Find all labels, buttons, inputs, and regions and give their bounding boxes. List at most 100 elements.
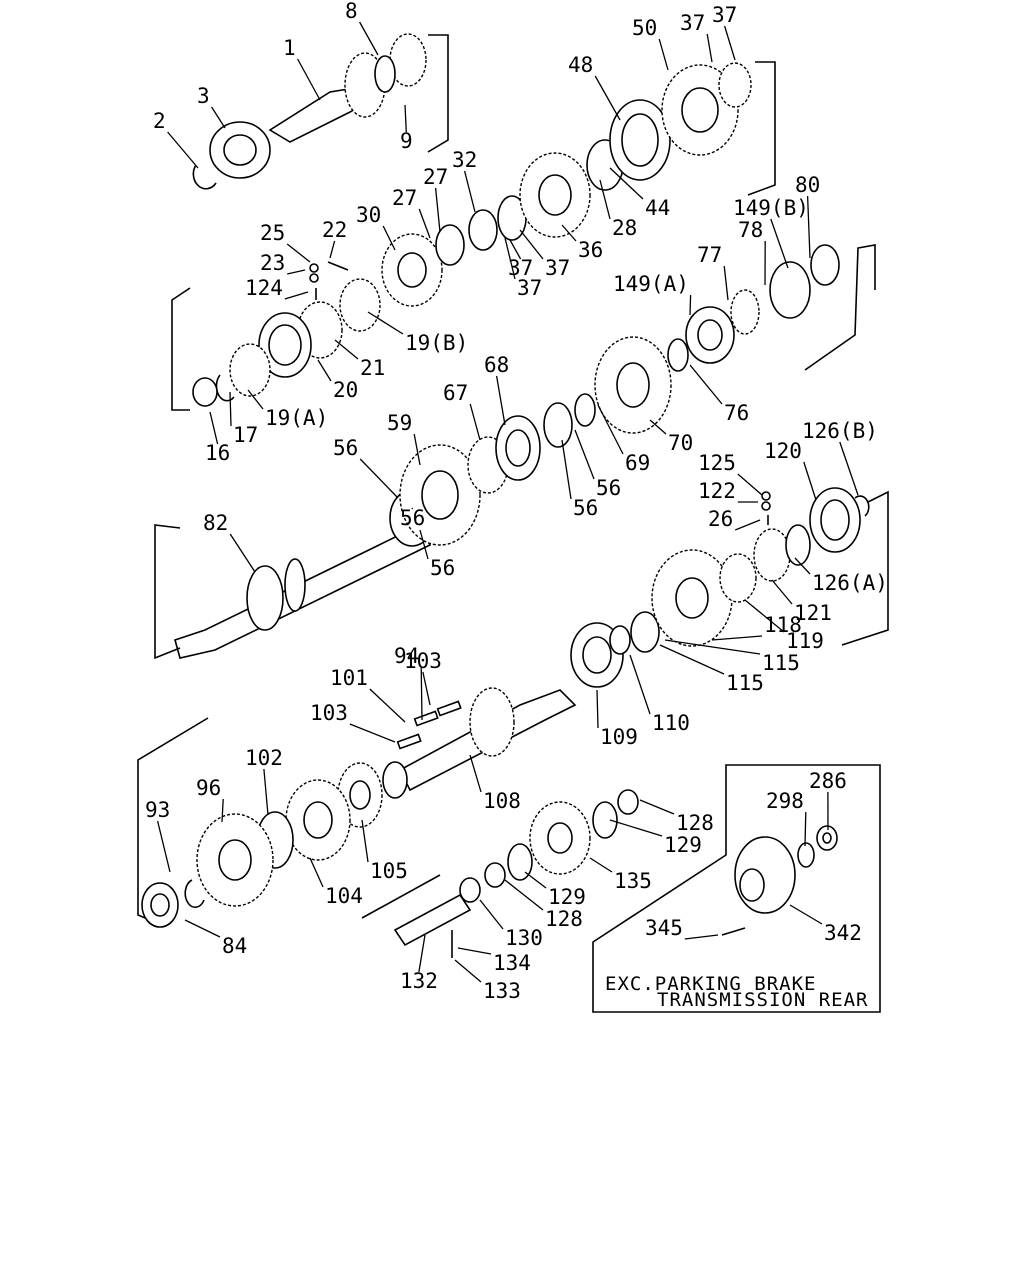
inset-note-line2: TRANSMISSION REAR	[657, 989, 868, 1011]
part-callout: 119	[786, 629, 824, 653]
part-callout: 108	[483, 789, 521, 813]
part-callout: 115	[762, 651, 800, 675]
leader-line	[711, 635, 763, 641]
leader-line	[629, 654, 651, 715]
callout-layer: 12389161719(A)19(B)202122232526272728303…	[145, 0, 888, 1003]
leader-line	[479, 899, 504, 930]
part-callout: 298	[766, 789, 804, 813]
leader-line	[689, 364, 723, 405]
leader-line	[684, 934, 719, 940]
inset-note: EXC.PARKING BRAKE TRANSMISSION REAR	[605, 973, 868, 1011]
leader-line	[367, 311, 404, 335]
leader-line	[737, 473, 763, 496]
reverse-idler-group	[361, 789, 639, 958]
part-callout: 26	[708, 507, 733, 531]
part-callout: 23	[260, 251, 285, 275]
leader-line	[211, 106, 226, 129]
part-callout: 96	[196, 776, 221, 800]
leader-line	[434, 187, 441, 233]
leader-line	[723, 25, 736, 61]
part-callout: 68	[484, 353, 509, 377]
part-callout: 128	[676, 811, 714, 835]
part-callout: 56	[333, 436, 358, 460]
leader-line	[420, 666, 423, 721]
part-callout: 104	[325, 884, 363, 908]
part-callout: 37	[545, 256, 570, 280]
leader-line	[418, 934, 426, 973]
leader-line	[574, 429, 595, 480]
part-callout: 56	[573, 496, 598, 520]
part-callout: 101	[330, 666, 368, 690]
part-callout: 28	[612, 216, 637, 240]
part-callout: 110	[652, 711, 690, 735]
leader-line	[284, 291, 309, 300]
leader-line	[561, 224, 577, 242]
part-callout: 103	[310, 701, 348, 725]
leader-line	[723, 265, 729, 301]
leader-line	[469, 754, 482, 793]
part-callout: 48	[568, 53, 593, 77]
part-callout: 103	[404, 649, 442, 673]
leader-line	[689, 294, 692, 316]
leader-line	[404, 104, 407, 133]
part-callout: 120	[764, 439, 802, 463]
leader-line	[734, 519, 761, 531]
part-callout: 50	[632, 16, 657, 40]
part-callout: 3	[197, 84, 210, 108]
part-callout: 32	[452, 148, 477, 172]
part-callout: 36	[578, 238, 603, 262]
leader-line	[794, 557, 811, 575]
part-callout: 1	[283, 36, 296, 60]
leader-line	[413, 433, 421, 466]
part-callout: 37	[517, 276, 542, 300]
part-callout: 105	[370, 859, 408, 883]
part-callout: 128	[545, 907, 583, 931]
leader-line	[263, 768, 269, 816]
leader-line	[469, 403, 481, 441]
part-callout: 37	[712, 3, 737, 27]
leader-line	[419, 529, 429, 560]
part-callout: 20	[333, 378, 358, 402]
leader-line	[457, 947, 492, 955]
leader-line	[504, 237, 516, 280]
leader-line	[597, 404, 624, 455]
leader-line	[287, 269, 306, 275]
leader-line	[422, 671, 431, 706]
part-callout: 130	[505, 926, 543, 950]
part-callout: 342	[824, 921, 862, 945]
part-callout: 126(A)	[812, 571, 888, 595]
part-callout: 22	[322, 218, 347, 242]
leader-line	[589, 857, 613, 873]
leader-line	[221, 798, 224, 823]
leader-line	[744, 599, 785, 633]
leader-line	[286, 243, 311, 263]
input-shaft-group	[192, 33, 449, 190]
part-callout: 59	[387, 411, 412, 435]
leader-line	[329, 240, 336, 259]
part-callout: 345	[645, 916, 683, 940]
leader-line	[317, 359, 332, 382]
part-callout: 37	[680, 11, 705, 35]
part-callout: 82	[203, 511, 228, 535]
leader-line	[361, 819, 369, 863]
leader-line	[454, 959, 482, 983]
leader-line	[519, 229, 544, 260]
part-callout: 132	[400, 969, 438, 993]
leader-line	[609, 819, 663, 837]
leader-line	[803, 461, 817, 501]
leader-line	[369, 688, 406, 723]
part-callout: 134	[493, 951, 531, 975]
leader-line	[509, 239, 522, 260]
part-callout: 30	[356, 203, 381, 227]
part-callout: 2	[153, 109, 166, 133]
leader-line	[418, 208, 431, 239]
leader-line	[596, 689, 599, 729]
leader-line	[599, 179, 611, 220]
part-callout: 102	[245, 746, 283, 770]
part-callout: 93	[145, 798, 170, 822]
upper-gear-group	[171, 61, 776, 411]
part-callout: 56	[400, 506, 425, 530]
part-callout: 69	[625, 451, 650, 475]
leader-line	[770, 218, 789, 269]
